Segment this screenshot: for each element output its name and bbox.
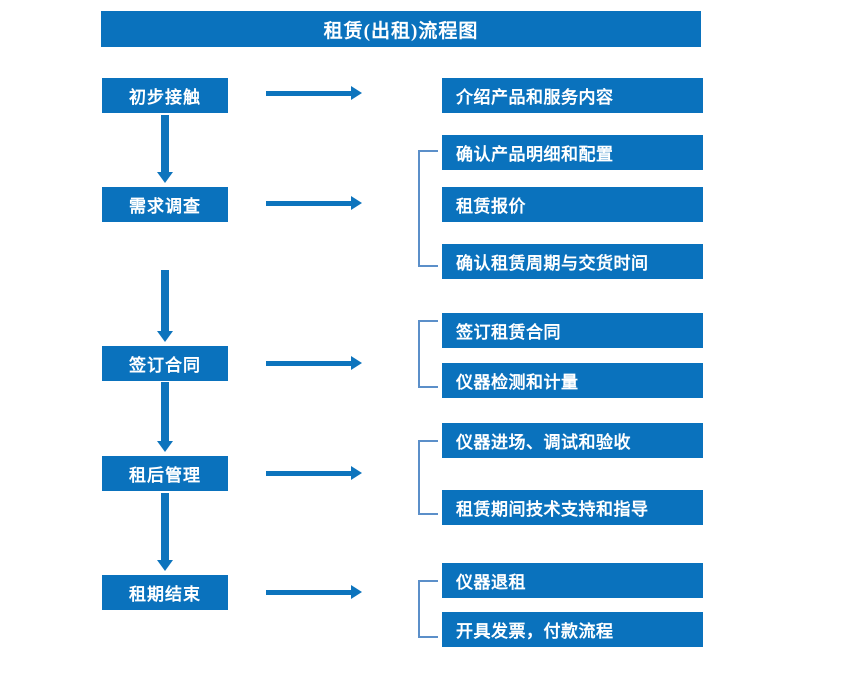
arrow-head xyxy=(351,466,362,480)
detail-box-4-2[interactable]: 租赁期间技术支持和指导 xyxy=(442,490,703,525)
arrow-down-stage-2-to-3 xyxy=(157,270,173,342)
arrow-head xyxy=(351,356,362,370)
arrow-shaft xyxy=(266,471,351,476)
arrow-right-stage-3 xyxy=(266,356,362,370)
stage-box-sign-contract[interactable]: 签订合同 xyxy=(102,346,228,381)
group-bracket-stage-5 xyxy=(418,580,438,638)
arrow-down-stage-1-to-2 xyxy=(157,115,173,183)
stage-box-initial-contact[interactable]: 初步接触 xyxy=(102,78,228,113)
arrow-head xyxy=(157,172,173,183)
detail-box-3-2[interactable]: 仪器检测和计量 xyxy=(442,363,703,398)
detail-box-3-1[interactable]: 签订租赁合同 xyxy=(442,313,703,348)
group-bracket-stage-2 xyxy=(418,150,438,267)
arrow-shaft xyxy=(266,361,351,366)
arrow-right-stage-1 xyxy=(266,86,362,100)
diagram-title: 租赁(出租)流程图 xyxy=(101,11,701,47)
stage-box-needs-survey[interactable]: 需求调查 xyxy=(102,187,228,222)
detail-box-4-1[interactable]: 仪器进场、调试和验收 xyxy=(442,423,703,458)
arrow-head xyxy=(351,196,362,210)
arrow-shaft xyxy=(161,270,169,331)
arrow-shaft xyxy=(161,115,169,172)
arrow-right-stage-4 xyxy=(266,466,362,480)
arrow-shaft xyxy=(266,91,351,96)
arrow-head xyxy=(351,86,362,100)
arrow-head xyxy=(351,585,362,599)
stage-box-post-rental-management[interactable]: 租后管理 xyxy=(102,456,228,491)
group-bracket-stage-4 xyxy=(418,440,438,515)
detail-box-5-2[interactable]: 开具发票，付款流程 xyxy=(442,612,703,647)
arrow-down-stage-4-to-5 xyxy=(157,493,173,571)
detail-box-1-1[interactable]: 介绍产品和服务内容 xyxy=(442,78,703,113)
detail-box-5-1[interactable]: 仪器退租 xyxy=(442,563,703,598)
arrow-head xyxy=(157,560,173,571)
arrow-right-stage-2 xyxy=(266,196,362,210)
arrow-shaft xyxy=(266,201,351,206)
arrow-shaft xyxy=(266,590,351,595)
arrow-shaft xyxy=(161,493,169,560)
arrow-down-stage-3-to-4 xyxy=(157,382,173,452)
arrow-head xyxy=(157,331,173,342)
arrow-head xyxy=(157,441,173,452)
detail-box-2-3[interactable]: 确认租赁周期与交货时间 xyxy=(442,244,703,279)
group-bracket-stage-3 xyxy=(418,320,438,388)
stage-box-rental-end[interactable]: 租期结束 xyxy=(102,575,228,610)
arrow-shaft xyxy=(161,382,169,441)
detail-box-2-1[interactable]: 确认产品明细和配置 xyxy=(442,135,703,170)
detail-box-2-2[interactable]: 租赁报价 xyxy=(442,187,703,222)
arrow-right-stage-5 xyxy=(266,585,362,599)
